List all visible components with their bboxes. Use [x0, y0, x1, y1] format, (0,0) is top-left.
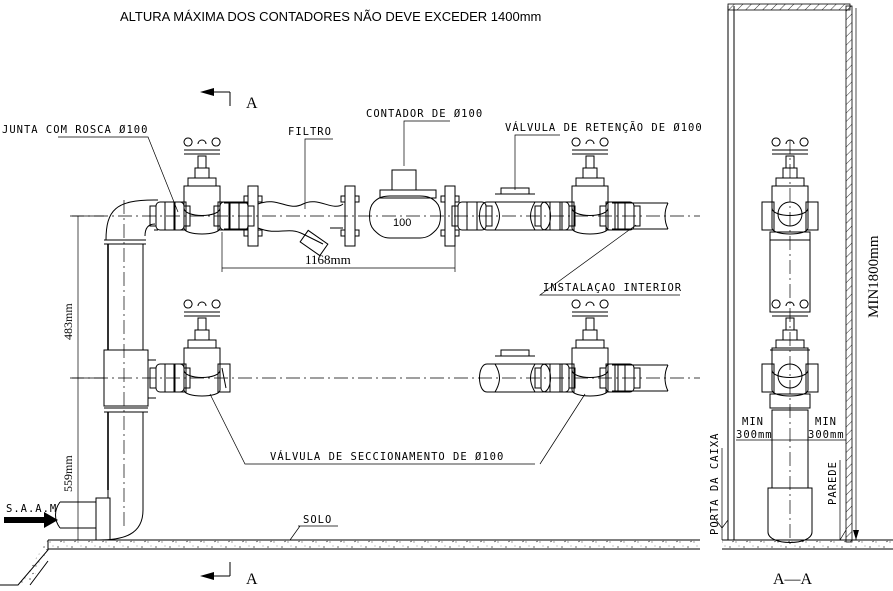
section-label-top: A	[246, 95, 258, 112]
section-aa	[715, 3, 893, 550]
saam-label: S.A.A.M	[6, 503, 57, 515]
section-title: A—A	[773, 571, 813, 588]
leader-instalacao	[538, 224, 680, 296]
leader-junta	[58, 136, 179, 213]
label-junta: JUNTA COM ROSCA Ø100	[2, 124, 148, 136]
upper-assembly: 100	[149, 137, 669, 257]
leader-filtro	[304, 138, 333, 209]
min-left-value: 300mm	[736, 429, 773, 441]
section-marker-top	[200, 88, 231, 106]
dimension-vertical	[72, 215, 104, 540]
dimension-1168	[221, 232, 456, 272]
dimension-min-height: MIN1800mm	[866, 235, 882, 318]
leader-seccionamento	[209, 393, 586, 465]
leader-contador	[403, 120, 450, 166]
ground-slab	[0, 539, 700, 586]
label-valvula-retencao: VÁLVULA DE RETENÇÃO DE Ø100	[505, 121, 703, 134]
lower-assembly	[149, 299, 669, 397]
dimension-length: 1168mm	[305, 252, 351, 267]
label-filtro: FILTRO	[288, 126, 332, 138]
drawing-title: ALTURA MÁXIMA DOS CONTADORES NÃO DEVE EX…	[120, 9, 541, 24]
label-porta-caixa: PORTA DA CAIXA	[709, 432, 721, 535]
min-right-value: 300mm	[808, 429, 845, 441]
min-right-label: MIN	[815, 416, 837, 428]
section-label-bottom: A	[246, 571, 258, 588]
label-valvula-seccionamento: VÁLVULA DE SECCIONAMENTO DE Ø100	[270, 450, 504, 463]
label-parede: PAREDE	[827, 461, 839, 505]
meter-size-label: 100	[393, 217, 411, 229]
label-contador: CONTADOR DE Ø100	[366, 108, 483, 120]
dimension-height-upper: 483mm	[61, 303, 75, 340]
min-left-label: MIN	[742, 416, 764, 428]
leader-solo	[289, 525, 338, 541]
label-solo: SOLO	[303, 514, 332, 526]
leader-retencao	[514, 134, 560, 190]
dimension-height-lower: 559mm	[61, 455, 75, 492]
section-marker-bottom	[200, 562, 231, 580]
label-instalacao: INSTALAÇAO INTERIOR	[543, 282, 682, 294]
inlet-arrow-icon	[4, 512, 58, 528]
